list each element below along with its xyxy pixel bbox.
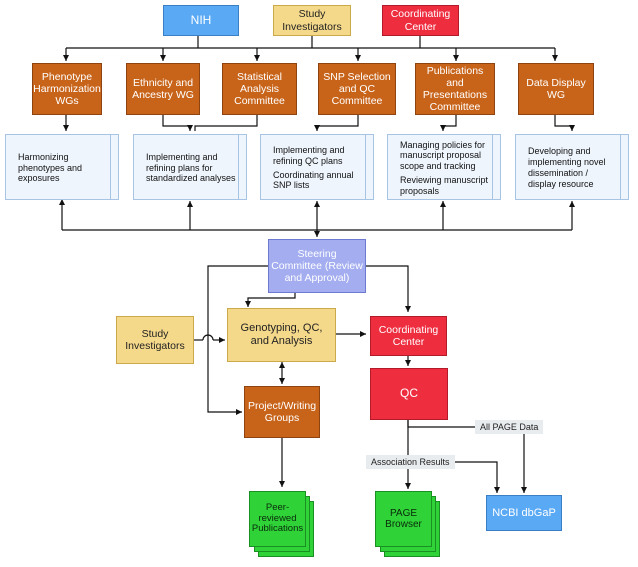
all-page-data-label: All PAGE Data [475,420,544,434]
coordinating-center-box: Coordinating Center [370,316,447,356]
ncbi-dbgap-box: NCBI dbGaP [486,495,562,531]
coordinating-center-top-box: Coordinating Center [382,5,459,36]
qc-box: QC [370,368,448,420]
desc-publications-presentations-text-1: Managing policies for manuscript proposa… [400,139,486,172]
group-ethnicity-ancestry-label: Ethnicity and Ancestry WG [132,76,194,101]
group-statistical-analysis: Statistical Analysis Committee [222,63,297,115]
group-data-display-label: Data Display WG [526,76,586,101]
desc-snp-selection-qc-text-1: Implementing and refining QC plans [273,144,345,166]
project-writing-groups-label: Project/Writing Groups [247,399,317,424]
group-phenotype-harmonization-label: Phenotype Harmonization WGs [33,70,101,108]
group-data-display: Data Display WG [518,63,594,115]
group-snp-selection-qc-label: SNP Selection and QC Committee [323,70,391,108]
page-browser-label: PAGE Browser [385,507,422,531]
study-investigators-top-label: Study Investigators [282,8,342,33]
coordinating-center-label: Coordinating Center [378,323,439,348]
nih-label: NIH [190,12,212,27]
coordinating-center-top-label: Coordinating Center [390,8,451,33]
peer-reviewed-publications-box: Peer-reviewed Publications [249,491,306,547]
steering-committee-box: Steering Committee (Review and Approval) [268,239,366,293]
nih-box: NIH [163,5,239,36]
group-statistical-analysis-label: Statistical Analysis Committee [234,70,285,108]
peer-reviewed-publications-label: Peer-reviewed Publications [251,501,304,535]
desc-snp-selection-qc: Implementing and refining QC plans Coord… [260,134,374,200]
desc-publications-presentations: Managing policies for manuscript proposa… [387,134,501,200]
desc-phenotype-harmonization-text: Harmonizing phenotypes and exposures [18,151,83,184]
project-writing-groups-box: Project/Writing Groups [244,386,320,438]
desc-publications-presentations-text-2: Reviewing manuscript proposals [400,174,489,196]
desc-ethnicity-ancestry: Implementing and refining plans for stan… [133,134,247,200]
ncbi-dbgap-label: NCBI dbGaP [492,506,556,519]
genotyping-qc-analysis-label: Genotyping, QC, and Analysis [240,322,323,347]
desc-data-display: Developing and implementing novel dissem… [515,134,629,200]
genotyping-qc-analysis-box: Genotyping, QC, and Analysis [227,308,336,362]
study-investigators-box: Study Investigators [116,316,194,364]
desc-snp-selection-qc-text-2: Coordinating annual SNP lists [273,169,354,191]
group-phenotype-harmonization: Phenotype Harmonization WGs [32,63,102,115]
desc-phenotype-harmonization: Harmonizing phenotypes and exposures [5,134,119,200]
steering-committee-label: Steering Committee (Review and Approval) [271,247,363,285]
association-results-label: Association Results [366,455,455,469]
group-snp-selection-qc: SNP Selection and QC Committee [318,63,396,115]
group-ethnicity-ancestry: Ethnicity and Ancestry WG [126,63,200,115]
group-publications-presentations: Publications and Presentations Committee [415,63,495,115]
group-publications-presentations-label: Publications and Presentations Committee [422,64,488,114]
desc-ethnicity-ancestry-text: Implementing and refining plans for stan… [146,151,236,184]
study-investigators-top-box: Study Investigators [273,5,351,36]
page-browser-box: PAGE Browser [375,491,432,547]
desc-data-display-text: Developing and implementing novel dissem… [528,146,606,189]
qc-label: QC [400,386,418,401]
study-investigators-label: Study Investigators [125,327,185,352]
